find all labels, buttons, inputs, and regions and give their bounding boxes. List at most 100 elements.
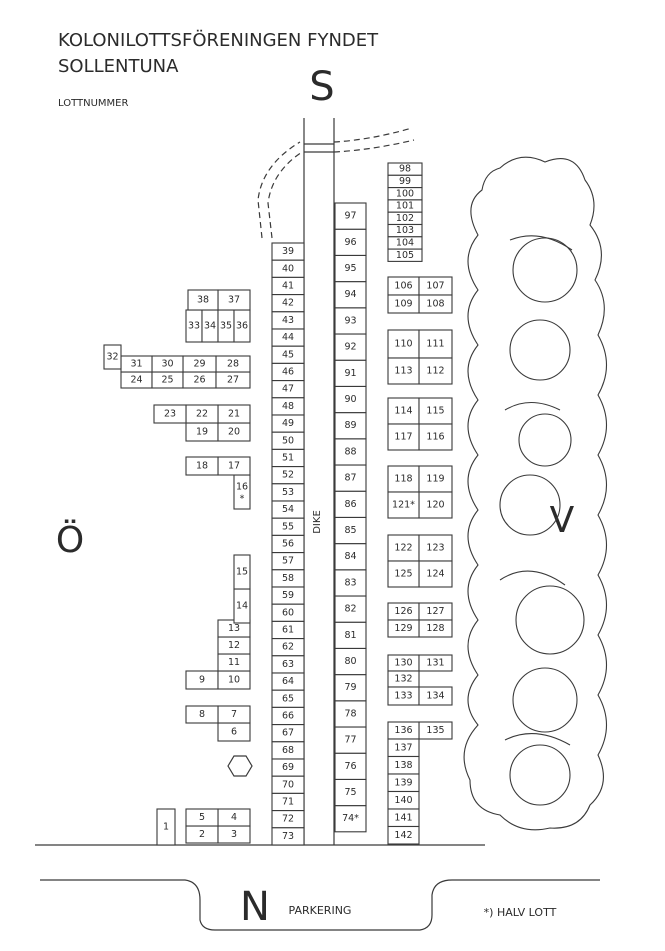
plot-79: 79 (334, 674, 367, 702)
plot-outline (185, 705, 219, 724)
plot-98: 98 (387, 162, 423, 176)
plot-23: 23 (153, 404, 187, 424)
plot-outline (418, 560, 453, 588)
plot-2: 2 (185, 825, 219, 844)
west-label: V (550, 500, 575, 541)
plot-number: 113 (394, 366, 412, 377)
plot-outline (387, 560, 420, 588)
plot-number: 64 (282, 676, 294, 687)
plot-number: 63 (282, 659, 294, 670)
plot-129: 129 (387, 619, 420, 638)
plot-131: 131 (418, 654, 453, 672)
plot-number: 41 (282, 281, 294, 292)
plot-80: 80 (334, 647, 367, 676)
plot-number: 54 (282, 504, 294, 515)
plot-number: 84 (344, 551, 356, 562)
plot-number: 87 (344, 473, 356, 484)
plot-number: 3 (231, 829, 237, 840)
plot-70: 70 (271, 775, 305, 794)
plot-number: 110 (394, 339, 412, 350)
plot-number: 4 (231, 812, 237, 823)
plot-number: 39 (282, 246, 294, 257)
plot-33: 33 (185, 309, 203, 343)
plot-117: 117 (387, 423, 420, 451)
plot-60: 60 (271, 603, 305, 622)
plot-outline (418, 686, 453, 706)
plot-number: 72 (282, 814, 294, 825)
plot-58: 58 (271, 569, 305, 588)
plot-number: 106 (394, 281, 412, 292)
plot-number: 133 (394, 691, 412, 702)
plot-112: 112 (418, 357, 453, 385)
plot-135: 135 (418, 721, 453, 740)
plot-134: 134 (418, 686, 453, 706)
plot-number: 69 (282, 762, 294, 773)
plot-number: 116 (426, 432, 444, 443)
plot-86: 86 (334, 490, 367, 518)
plot-100: 100 (387, 187, 423, 201)
plot-25: 25 (151, 371, 184, 389)
plot-number: 29 (193, 359, 205, 370)
plot-number: 90 (344, 394, 356, 405)
plot-number: 86 (344, 499, 356, 510)
plot-number: 27 (227, 375, 239, 386)
plot-number: 51 (282, 453, 294, 464)
plot-number: 132 (394, 674, 412, 685)
plot-number: 31 (130, 359, 142, 370)
plot-outline (334, 333, 367, 361)
plot-81: 81 (334, 621, 367, 649)
plot-outline (185, 808, 219, 827)
plot-93: 93 (334, 307, 367, 335)
legend-label: LOTTNUMMER (58, 98, 129, 109)
map-subtitle: SOLLENTUNA (58, 56, 179, 77)
plot-number: 25 (161, 375, 173, 386)
plot-75: 75 (334, 778, 367, 807)
plot-number: 40 (282, 263, 294, 274)
plot-99: 99 (387, 174, 423, 189)
plot-67: 67 (271, 724, 305, 743)
plot-40: 40 (271, 259, 305, 278)
plot-102: 102 (387, 211, 423, 226)
hexagon-marker (227, 755, 253, 777)
plot-121-half: 121* (387, 491, 420, 519)
plot-14: 14 (233, 588, 251, 624)
plot-number: 129 (394, 623, 412, 634)
plot-64: 64 (271, 672, 305, 691)
path-dashed-right (333, 127, 415, 153)
plot-number: 119 (426, 474, 444, 485)
plot-108: 108 (418, 294, 453, 314)
plot-12: 12 (217, 636, 251, 655)
plot-number: 28 (227, 359, 239, 370)
plot-101: 101 (387, 199, 423, 213)
plot-133: 133 (387, 686, 420, 706)
plot-4: 4 (217, 808, 251, 827)
plot-number: 89 (344, 420, 356, 431)
plot-number: 1 (163, 822, 169, 833)
plot-outline (387, 619, 420, 638)
plot-number: 19 (196, 427, 208, 438)
plot-number: 26 (193, 375, 205, 386)
plot-35: 35 (217, 309, 235, 343)
plot-outline (334, 674, 367, 702)
plot-number: 98 (399, 164, 411, 175)
plot-outline (334, 595, 367, 623)
plot-11: 11 (217, 653, 251, 672)
plot-outline (334, 202, 367, 230)
plot-outline (387, 491, 420, 519)
plot-82: 82 (334, 595, 367, 623)
plot-49: 49 (271, 414, 305, 433)
plot-94: 94 (334, 281, 367, 309)
plot-88: 88 (334, 438, 367, 466)
plot-number: 74* (342, 813, 359, 824)
plot-number: 131 (426, 658, 444, 669)
plot-31: 31 (120, 355, 153, 373)
plot-73: 73 (271, 827, 305, 846)
map-title: KOLONILOTTSFÖRENINGEN FYNDET (58, 29, 379, 51)
plot-8: 8 (185, 705, 219, 724)
plot-9: 9 (185, 670, 219, 690)
plot-outline (334, 490, 367, 518)
plot-126: 126 (387, 602, 420, 621)
plot-number: 104 (396, 237, 414, 248)
half-plot-note: *) HALV LOTT (484, 906, 557, 919)
